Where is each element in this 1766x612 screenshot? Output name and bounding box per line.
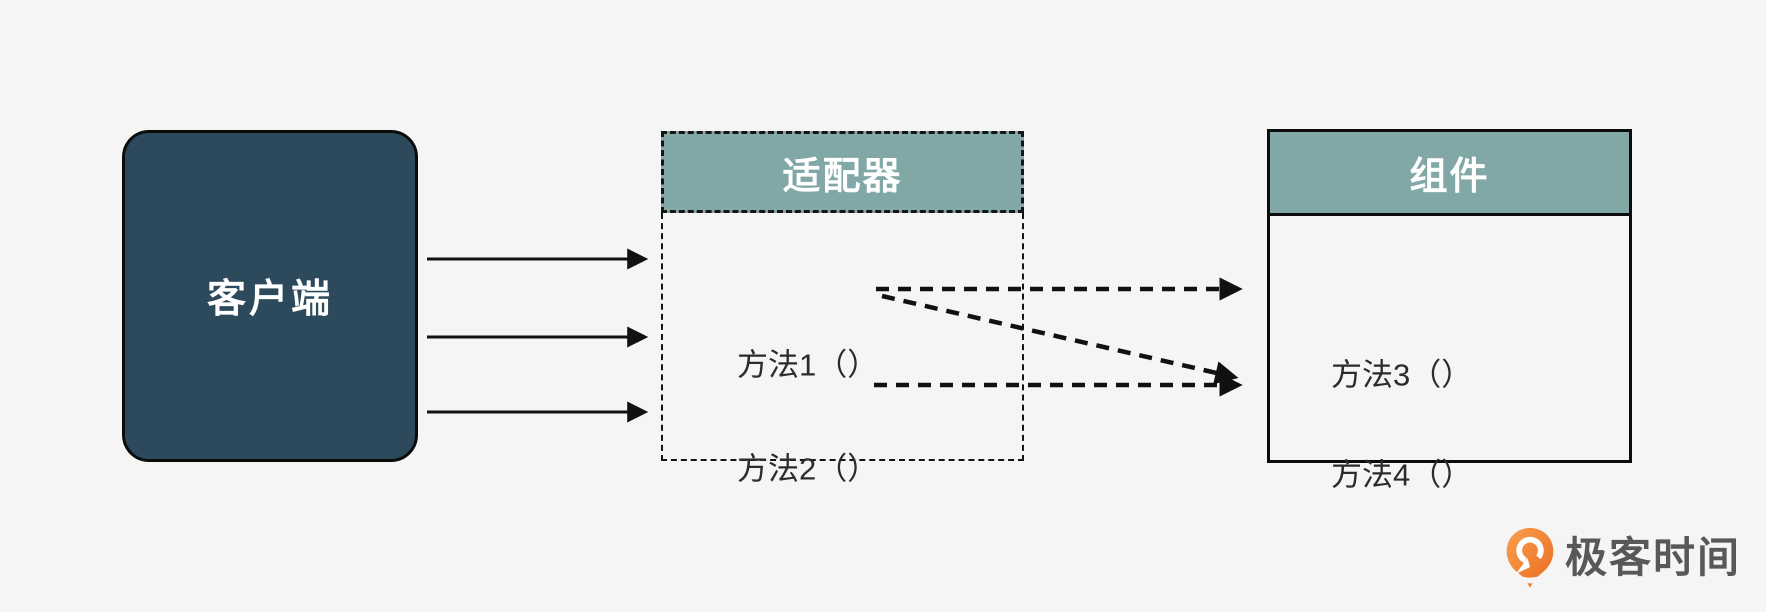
adapter-title: 适配器 — [782, 155, 903, 198]
client-label: 客户端 — [206, 278, 333, 321]
component-title: 组件 — [1409, 156, 1490, 198]
component-box: 组件 方法3（） 方法4（） — [1267, 129, 1632, 493]
geektime-logo-text: 极客时间 — [1565, 534, 1742, 581]
geektime-logo: 极客时间 — [1505, 527, 1741, 589]
adapter-header: 适配器 — [661, 131, 1024, 213]
adapter-method-2: 方法2（） — [737, 451, 879, 487]
adapter-body: 方法1（） 方法2（） — [661, 213, 1024, 487]
adapter-box: 适配器 方法1（） 方法2（） — [661, 131, 1024, 487]
component-method-3: 方法3（） — [1331, 357, 1473, 393]
geektime-logo-icon — [1506, 528, 1554, 588]
component-method-4: 方法4（） — [1331, 457, 1473, 493]
component-body: 方法3（） 方法4（） — [1270, 216, 1629, 493]
adapter-method-1: 方法1（） — [737, 347, 879, 383]
client-box: 客户端 — [122, 130, 418, 462]
component-header: 组件 — [1270, 132, 1629, 216]
